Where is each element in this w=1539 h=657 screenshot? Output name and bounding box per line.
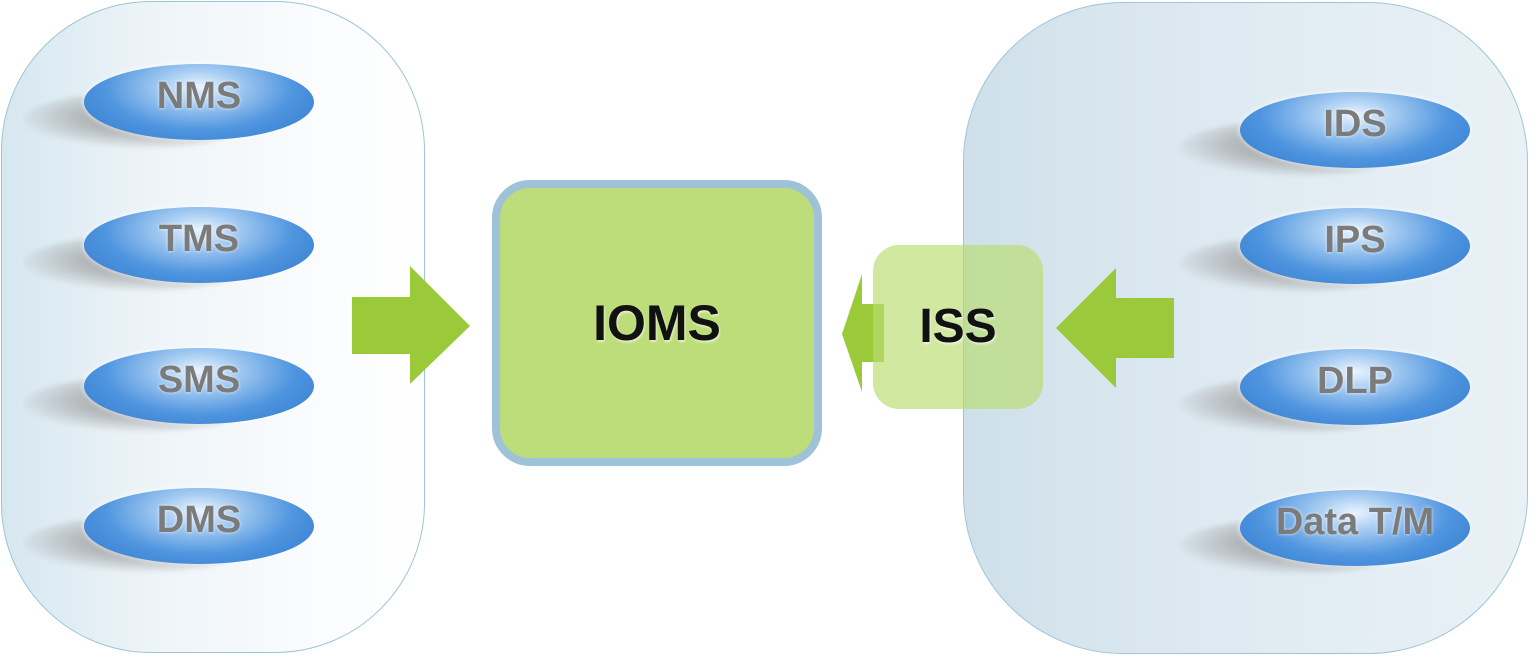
node-dlp: DLP — [1180, 349, 1470, 433]
node-ids: IDS — [1180, 92, 1470, 176]
node-label: TMS — [158, 218, 240, 260]
node-ellipse — [1240, 490, 1470, 566]
arrow-left-to-iss — [1056, 268, 1174, 388]
node-ellipse — [84, 348, 314, 424]
node-data-tm: Data T/M — [1180, 490, 1470, 574]
node-sms: SMS — [24, 348, 314, 432]
iss-box: ISS — [873, 245, 1043, 409]
node-label: NMS — [156, 75, 242, 117]
node-label: IDS — [1323, 103, 1387, 145]
node-ellipse — [1240, 208, 1470, 284]
node-label: IPS — [1324, 219, 1386, 261]
node-label: SMS — [157, 359, 241, 401]
node-nms: NMS — [24, 64, 314, 148]
node-ellipse — [1240, 349, 1470, 425]
node-ellipse — [84, 207, 314, 283]
node-tms: TMS — [24, 207, 314, 291]
node-ellipse — [84, 64, 314, 140]
node-label: DMS — [156, 499, 242, 541]
node-ellipse — [84, 488, 314, 564]
ioms-label: IOMS — [593, 295, 721, 351]
arrow-right-to-ioms — [352, 266, 470, 384]
node-ips: IPS — [1180, 208, 1470, 292]
ioms-box: IOMS — [492, 180, 822, 466]
arrow-iss-to-ioms — [842, 274, 884, 392]
arrow-shape — [1056, 268, 1174, 388]
node-dms: DMS — [24, 488, 314, 572]
arrow-shape — [842, 274, 884, 392]
iss-label: ISS — [919, 300, 997, 353]
node-ellipse — [1240, 92, 1470, 168]
arrow-shape — [352, 266, 470, 384]
node-label: Data T/M — [1275, 501, 1435, 543]
node-label: DLP — [1317, 360, 1393, 402]
